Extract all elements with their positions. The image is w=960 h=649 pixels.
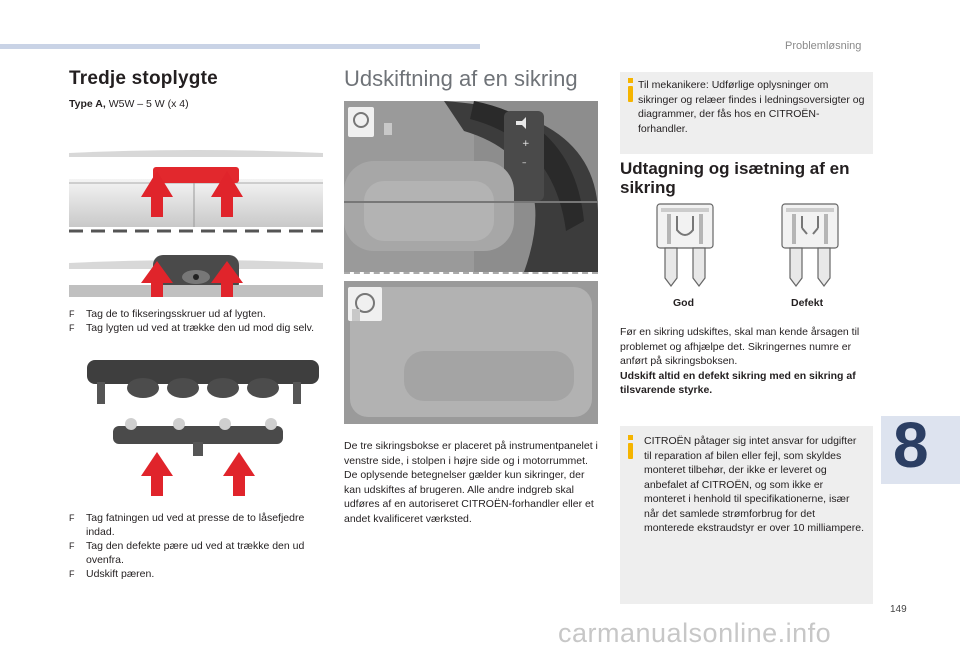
heading-remove-insert-fuse: Udtagning og isætning af en sikring [620,159,850,197]
heading-third-stoplight: Tredje stoplygte [69,68,218,89]
bulb-type: Type A, W5W – 5 W (x 4) [69,98,189,110]
page-number: 149 [890,604,907,615]
arrow-up-icon [141,171,243,297]
fuse-replacement-paragraph: Før en sikring udskiftes, skal man kende… [620,326,860,367]
fusebox-cover-photo [344,281,598,424]
fuse-good-label: God [673,297,694,309]
bullet-icon: F [69,513,75,523]
bullet-icon: F [69,323,75,333]
bulb-type-label: Type A, [69,98,106,110]
bullet-icon: F [69,309,75,319]
dashboard-photo: + – [344,101,598,272]
fuse-good-illustration [655,202,715,288]
section-title: Problemløsning [785,40,862,52]
fuse-defective-label: Defekt [791,297,824,309]
fuse-replacement-text: Før en sikring udskiftes, skal man kende… [620,325,870,398]
bulb-type-value: W5W – 5 W (x 4) [108,98,189,110]
info-text-liability: CITROËN påtager sig intet ansvar for udg… [644,435,865,534]
fuse-defective-illustration [780,202,840,288]
fusebox-location-text: De tre sikringsbokse er placeret på inst… [344,440,598,525]
info-icon [628,78,633,83]
watermark: carmanualsonline.info [558,618,832,648]
chapter-tab [881,416,960,484]
info-icon [628,435,633,440]
info-box-mechanics: Til mekanikere: Udførlige oplysninger om… [620,72,873,154]
svg-text:+: + [522,139,530,149]
info-box-liability: CITROËN påtager sig intet ansvar for udg… [620,426,873,604]
arrow-up-icon [141,452,255,496]
stoplight-removal-photo [69,145,323,297]
chapter-number: 8 [893,409,929,481]
header-rule [0,44,480,49]
bullet-icon: F [69,569,75,579]
divider [344,272,598,274]
info-text-mechanics: Til mekanikere: Udførlige oplysninger om… [638,79,865,135]
bullet-icon: F [69,541,75,551]
svg-text:–: – [522,158,527,168]
bulb-socket-photo [83,354,323,496]
left-column: Tredje stoplygte [69,68,324,90]
fuse-replacement-warning: Udskift altid en defekt sikring med en s… [620,369,856,397]
heading-fuse-replacement: Udskiftning af en sikring [344,66,578,91]
